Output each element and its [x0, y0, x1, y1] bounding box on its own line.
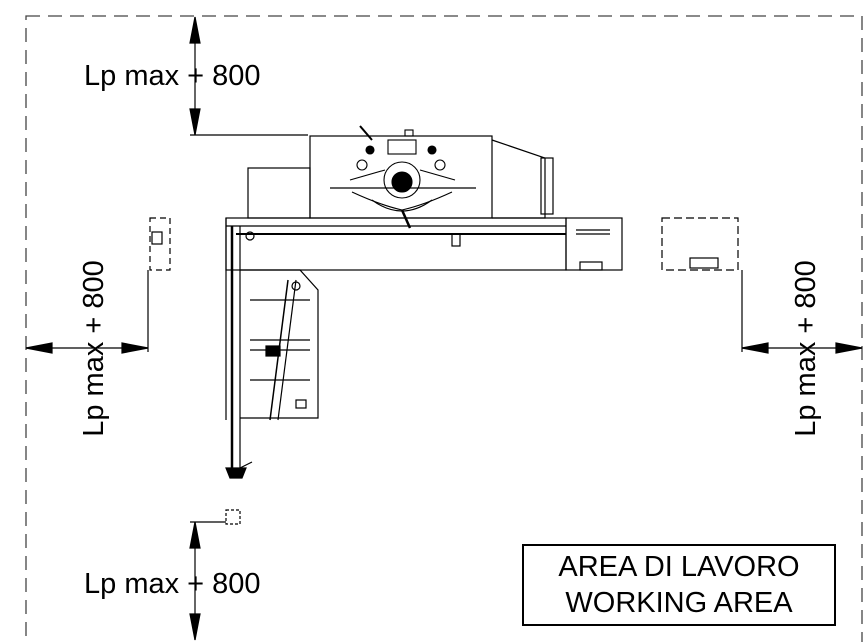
spindle-head [349, 125, 456, 229]
working-area-label: AREA DI LAVORO WORKING AREA [522, 544, 836, 626]
top-dimension-label: Lp max + 800 [84, 60, 261, 92]
right-dimension-label: Lp max + 800 [789, 260, 822, 437]
left-dimension-label: Lp max + 800 [77, 260, 110, 437]
working-area-label-italian: AREA DI LAVORO [558, 551, 800, 583]
bottom-dimension [189, 521, 226, 641]
bottom-dimension-label: Lp max + 800 [84, 568, 261, 600]
right-dimension [741, 270, 863, 354]
left-dimension [25, 270, 149, 354]
working-area-label-english: WORKING AREA [565, 587, 793, 619]
working-area-boundary [25, 15, 863, 642]
top-dimension [189, 16, 308, 136]
machine-plan-view [149, 125, 739, 525]
